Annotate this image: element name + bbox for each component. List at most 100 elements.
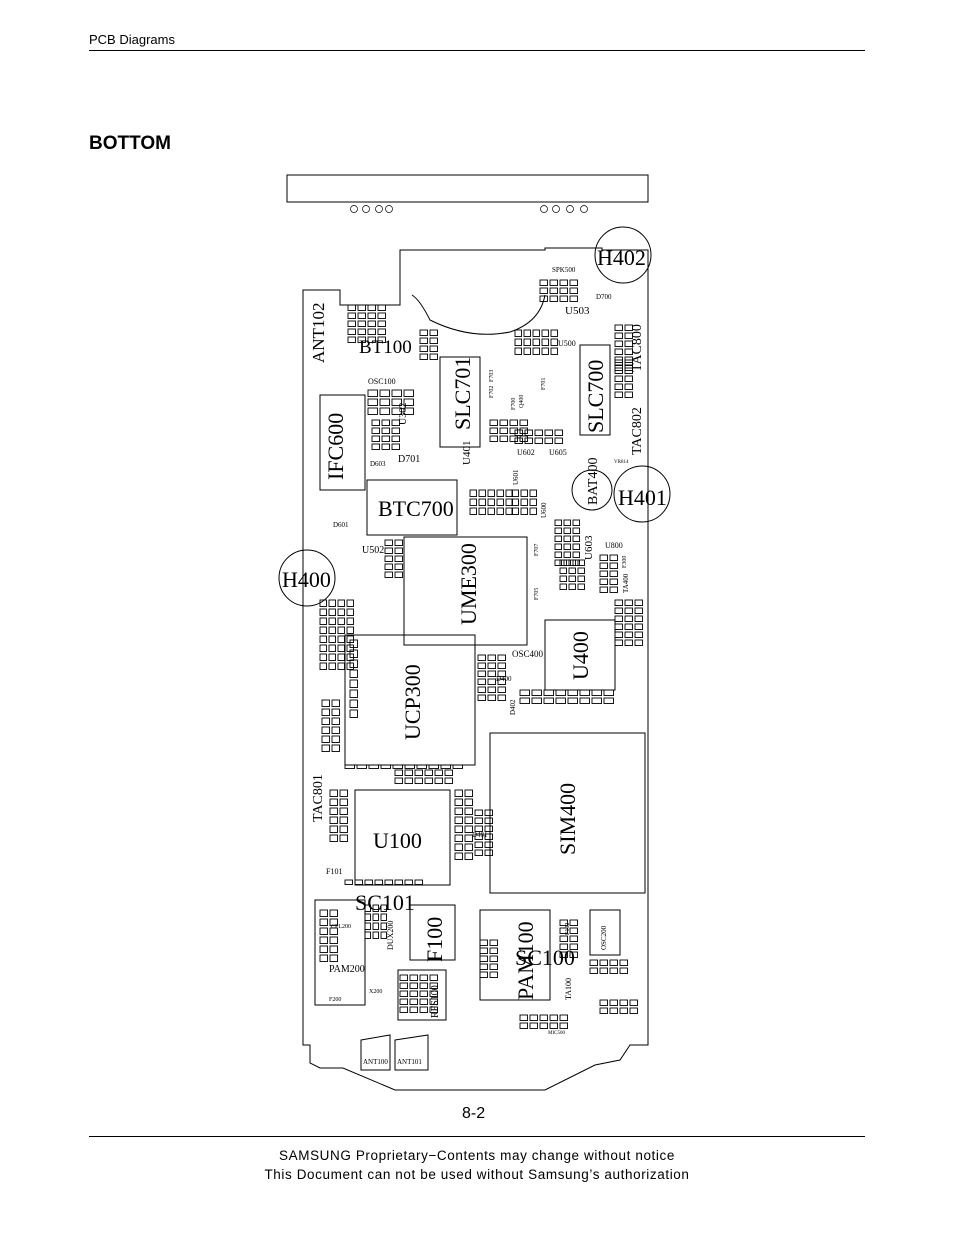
passive-component [489,947,498,954]
passive-component [454,789,463,797]
label-osc100: OSC100 [368,377,396,386]
label-slc700: SLC700 [583,360,608,433]
passive-component [539,295,548,302]
passive-component [399,1006,408,1013]
passive-component [429,345,438,352]
passive-component [329,909,338,917]
passive-component [364,879,373,885]
label-u100: U100 [373,828,422,853]
passive-component [539,1022,548,1029]
header-divider [89,50,865,51]
passive-component [559,567,567,574]
label-btc700: BTC700 [378,496,454,521]
passive-component [520,498,528,506]
passive-component [634,631,643,638]
passive-component [549,1022,558,1029]
passive-component [454,807,463,815]
passive-component [591,689,602,696]
passive-component [429,329,438,336]
passive-component [479,971,488,978]
passive-component [321,708,330,716]
passive-component [543,689,554,696]
passive-component [474,817,483,824]
label-u400: U400 [568,631,593,680]
passive-component [319,918,328,926]
passive-component [319,644,327,652]
top-connector [286,174,649,203]
passive-component [487,670,496,677]
passive-component [554,429,563,436]
passive-component [329,936,338,944]
passive-component [394,571,403,578]
passive-component [569,279,578,286]
label-mic500: MIC500 [548,1031,565,1036]
hole-h402 [594,226,652,284]
passive-component [377,336,386,343]
passive-component [484,849,493,856]
passive-component [347,336,356,343]
passive-component [544,437,553,444]
passive-component [372,913,379,921]
passive-component [519,1022,528,1029]
footer-authorization-notice: This Document can not be used without Sa… [264,1167,690,1182]
passive-component [474,841,483,848]
passive-component [347,312,356,319]
label-h401: H401 [618,485,667,510]
passive-component [599,562,608,569]
passive-component [384,879,393,885]
passive-component [349,709,358,718]
passive-component [599,1007,608,1014]
small-components [319,279,643,1029]
passive-component [519,427,528,434]
passive-component [532,338,540,346]
passive-component [404,769,413,776]
passive-component [479,947,488,954]
passive-component [344,879,353,885]
header-title: PCB Diagrams [89,32,175,47]
battery-notch [411,294,546,335]
passive-component [634,639,643,646]
passive-component [452,764,463,769]
passive-component [614,599,623,606]
passive-component [487,498,495,506]
passive-component [328,608,336,616]
passive-component [464,798,473,806]
passive-component [409,990,418,997]
passive-component [329,945,338,953]
label-u302: U302 [398,403,409,425]
passive-component [328,662,336,670]
passive-component [478,489,486,497]
passive-component [554,535,562,542]
passive-component [367,320,376,327]
passive-component [328,635,336,643]
passive-component [349,639,358,648]
passive-component [614,367,623,374]
passive-component [523,338,531,346]
passive-component [534,437,543,444]
passive-component [321,717,330,725]
passive-component [529,1014,538,1021]
passive-component [429,998,438,1005]
passive-component [381,435,390,442]
passive-component [379,407,390,415]
label-tac802: TAC802 [630,407,645,455]
passive-component [509,435,518,442]
passive-component [349,669,358,678]
passive-component [434,777,443,784]
passive-component [409,998,418,1005]
passive-component [499,427,508,434]
passive-component [357,312,366,319]
passive-component [614,375,623,382]
label-bat400: BAT400 [586,458,601,505]
passive-component [549,287,558,294]
osc200-outline [589,909,621,956]
passive-component [614,607,623,614]
passive-component [371,435,380,442]
passive-component [624,639,633,646]
passive-component [569,943,578,950]
label-sim400: SIM400 [555,783,580,855]
label-f703: F703 [489,370,495,382]
passive-component [614,631,623,638]
label-ant102: ANT102 [309,303,328,363]
passive-component [624,332,633,339]
